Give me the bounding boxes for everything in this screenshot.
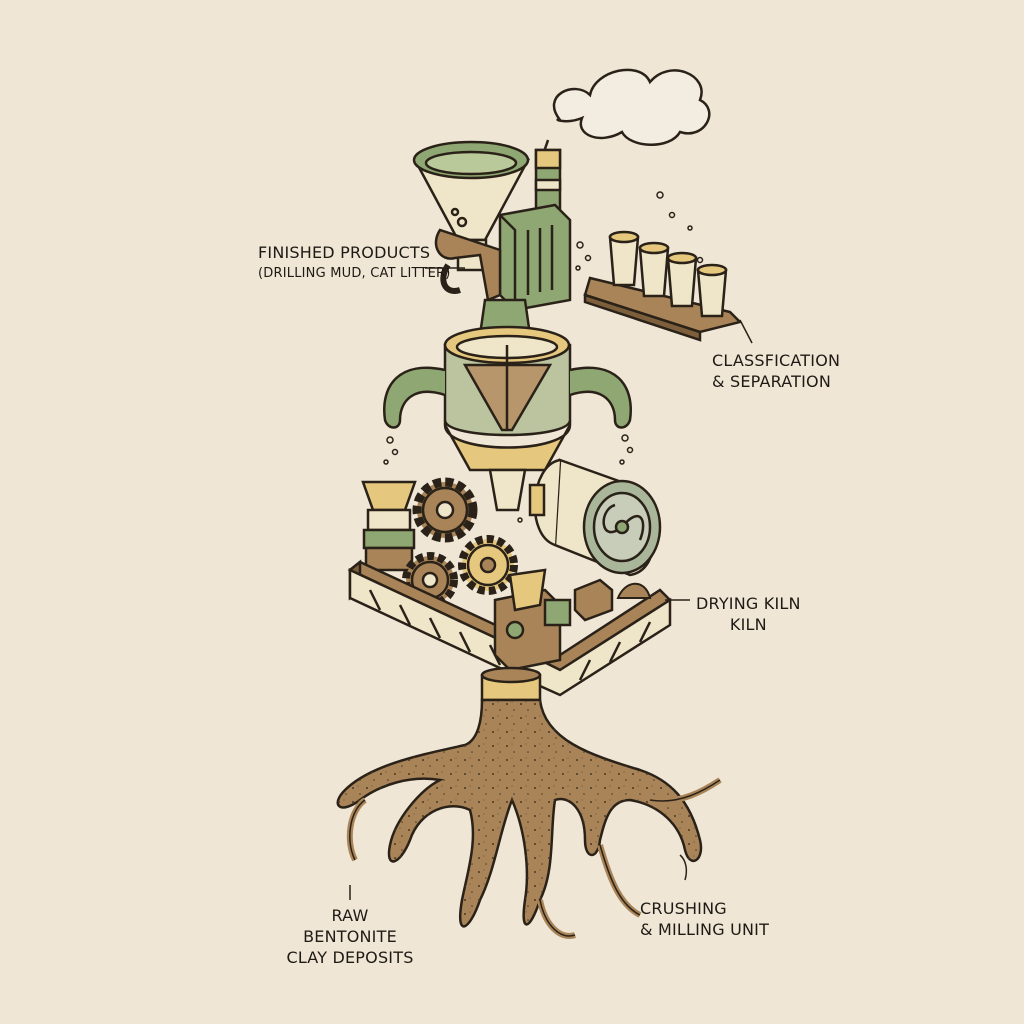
sample-cups xyxy=(608,230,728,318)
rotary-drum xyxy=(528,458,662,577)
raw-clay-root xyxy=(336,666,722,939)
label-drying-kiln: DRYING KILN KILN xyxy=(696,593,801,635)
classification-tray xyxy=(583,276,743,342)
smoke-cloud xyxy=(541,68,711,169)
gear-medium xyxy=(458,535,518,595)
label-finished-products: FINISHED PRODUCTS (DRILLING MUD, CAT LIT… xyxy=(258,242,451,284)
raw-deposits-line3: CLAY DEPOSITS xyxy=(286,948,414,967)
classification-line2: & SEPARATION xyxy=(712,372,832,391)
crushing-line2: & MILLING UNIT xyxy=(640,920,770,939)
crusher-stack xyxy=(361,480,417,572)
label-raw-deposits: RAW BENTONITE CLAY DEPOSITS xyxy=(286,905,414,968)
classification-line1: CLASSFICATION xyxy=(712,351,841,370)
finished-products-detail: (DRILLING MUD, CAT LITTER) xyxy=(258,266,451,281)
raw-deposits-line1: RAW xyxy=(331,906,369,925)
drying-kiln-line1: DRYING KILN xyxy=(696,594,801,613)
finished-products-title: FINISHED PRODUCTS xyxy=(258,243,431,262)
raw-deposits-line2: BENTONITE xyxy=(303,927,397,946)
label-classification: CLASSFICATION & SEPARATION xyxy=(712,350,840,392)
crushing-line1: CRUSHING xyxy=(640,899,727,918)
gear-large xyxy=(412,477,478,543)
falling-granules xyxy=(383,191,704,523)
label-crushing: CRUSHING & MILLING UNIT xyxy=(640,898,769,940)
drying-kiln-machine xyxy=(493,568,652,672)
motor-block xyxy=(434,203,572,312)
separator-bowl xyxy=(383,298,632,512)
drying-kiln-line2: KILN xyxy=(729,615,767,634)
leader-lines xyxy=(349,267,753,900)
